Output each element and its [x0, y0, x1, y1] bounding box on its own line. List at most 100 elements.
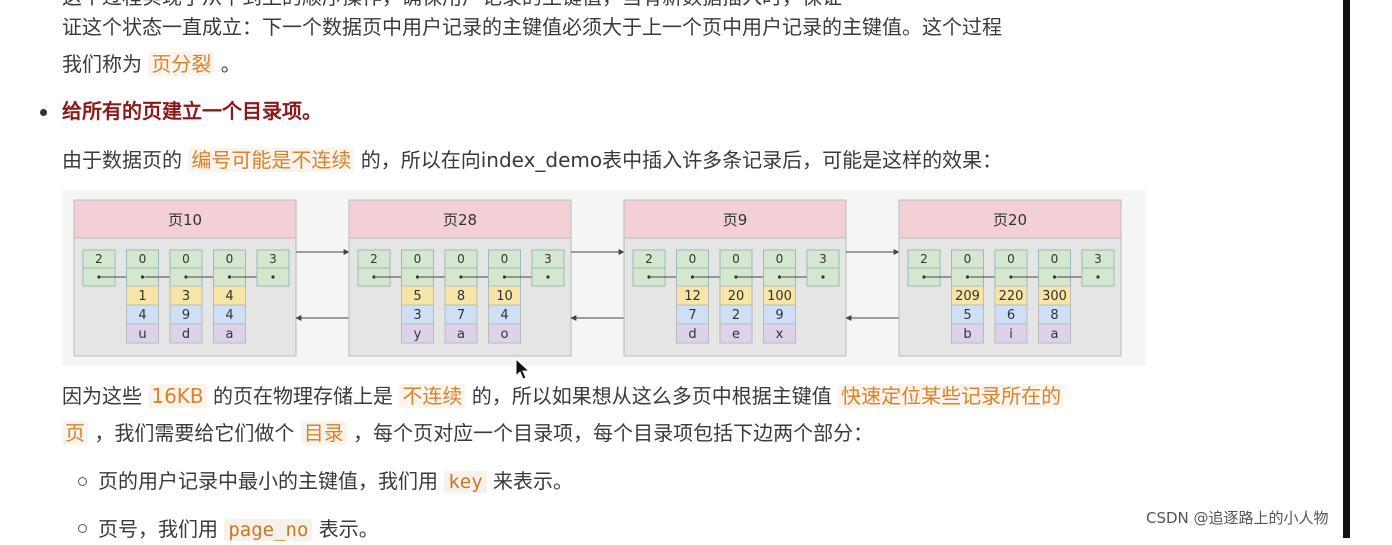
record-type-label: 0 [182, 252, 190, 266]
pointer-dot [1052, 275, 1057, 279]
highlight-term: 不连续 [399, 384, 466, 408]
primary-key-cell-text: 5 [413, 289, 421, 304]
list-bullet-icon [78, 524, 87, 533]
pointer-dot [821, 275, 825, 279]
pointer-dot [184, 275, 188, 279]
record-type-label: 0 [1007, 252, 1015, 266]
highlight-term: 页 [62, 421, 88, 445]
list-item: 页号，我们用 page_no 表示。 [98, 514, 379, 545]
column-cell-text: 9 [775, 308, 783, 323]
record-type-label: 3 [819, 252, 827, 266]
primary-key-cell-text: 20 [728, 289, 745, 304]
mouse-cursor-icon [515, 358, 531, 380]
pointer-dot [97, 275, 101, 279]
pointer-dot [965, 275, 970, 279]
text: ，每个页对应一个目录项，每个目录项包括下边两个部分： [353, 421, 874, 445]
highlight-term: 编号可能是不连续 [188, 148, 355, 172]
primary-key-cell-text: 1 [138, 289, 146, 304]
watermark: CSDN @追逐路上的小人物 [1146, 509, 1329, 527]
primary-key-cell-text: 300 [1042, 289, 1067, 304]
scrollbar[interactable] [1343, 0, 1350, 538]
value-cell [719, 323, 753, 344]
primary-key-cell-text: 209 [955, 289, 980, 304]
value-cell-text: x [776, 327, 784, 342]
pointer-dot [777, 275, 782, 279]
text: 的页在物理存储上是 [213, 384, 394, 408]
value-cell [763, 323, 796, 344]
text: 。 [220, 52, 241, 76]
pointer-dot [415, 275, 420, 279]
column-cell-text: 7 [688, 308, 696, 323]
value-cell [488, 323, 521, 344]
value-cell [1038, 323, 1071, 344]
record-type-label: 3 [269, 252, 277, 266]
pointer-dot [140, 275, 145, 279]
text: 来表示。 [493, 469, 574, 493]
record-type-label: 0 [689, 252, 697, 266]
page-header [73, 199, 297, 239]
record-type-label: 0 [732, 252, 740, 266]
primary-key-cell-text: 8 [457, 289, 465, 304]
text: 表示。 [318, 517, 379, 541]
value-cell-text: a [1051, 327, 1059, 342]
record-type-label: 0 [1051, 252, 1059, 266]
pointer-dot [734, 275, 738, 279]
record-type-label: 0 [964, 252, 972, 266]
pointer-dot [647, 275, 651, 279]
section-heading: 给所有的页建立一个目录项。 [62, 99, 322, 123]
highlight-term: 目录 [300, 421, 347, 445]
paragraph-line: 我们称为 页分裂 。 [62, 49, 241, 79]
column-cell-text: 4 [138, 308, 146, 323]
value-cell [169, 323, 203, 344]
page-title: 页28 [443, 211, 477, 229]
column-cell-text: 4 [500, 308, 508, 323]
page-header [348, 199, 572, 239]
text: 由于数据页的 [62, 148, 182, 172]
column-cell-text: 7 [457, 308, 465, 323]
pointer-dot [459, 275, 463, 279]
pointer-dot [922, 275, 926, 279]
record-type-label: 0 [139, 252, 147, 266]
primary-key-cell-text: 220 [999, 289, 1024, 304]
pointer-dot [372, 275, 376, 279]
paragraph-line: 页 ，我们需要给它们做个 目录 ，每个页对应一个目录项，每个目录项包括下边两个部… [62, 418, 873, 448]
text: 我们称为 [62, 52, 142, 76]
record-type-label: 3 [544, 252, 552, 266]
value-cell-text: a [457, 327, 465, 342]
value-cell [676, 323, 709, 344]
record-type-label: 2 [95, 252, 103, 266]
column-cell-text: 6 [1007, 308, 1015, 323]
text: 的，所以如果想从这么多页中根据主键值 [471, 384, 832, 408]
inline-code: page_no [224, 519, 313, 541]
value-cell-text: b [963, 327, 971, 342]
pointer-dot [546, 275, 550, 279]
primary-key-cell-text: 3 [182, 289, 190, 304]
list-item: 页的用户记录中最小的主键值，我们用 key 来表示。 [98, 466, 573, 497]
highlight-term: 16KB [148, 384, 207, 408]
highlight-term: 快速定位某些记录所在的 [838, 384, 1065, 408]
text: 因为这些 [62, 384, 142, 408]
page-title: 页10 [168, 211, 202, 229]
text: ，我们需要给它们做个 [94, 421, 295, 445]
record-type-label: 2 [920, 252, 928, 266]
value-cell [951, 323, 984, 344]
primary-key-cell-text: 10 [496, 289, 513, 304]
text: 页号，我们用 [98, 517, 218, 541]
column-cell-text: 2 [732, 308, 740, 323]
paragraph-line: 由于数据页的 编号可能是不连续 的，所以在向index_demo表中插入许多条记… [62, 145, 1002, 175]
column-cell-text: 5 [963, 308, 971, 323]
pointer-dot [1096, 275, 1100, 279]
record-type-label: 0 [226, 252, 234, 266]
value-cell-text: e [732, 327, 740, 342]
page-title: 页9 [723, 211, 748, 229]
value-cell [401, 323, 434, 344]
value-cell-text: u [138, 327, 146, 342]
primary-key-cell-text: 100 [767, 289, 792, 304]
value-cell-text: i [1009, 327, 1013, 342]
inline-code: key [444, 471, 487, 493]
record-type-label: 2 [370, 252, 378, 266]
pointer-dot [227, 275, 232, 279]
value-cell [126, 323, 159, 344]
page-header [898, 199, 1122, 239]
